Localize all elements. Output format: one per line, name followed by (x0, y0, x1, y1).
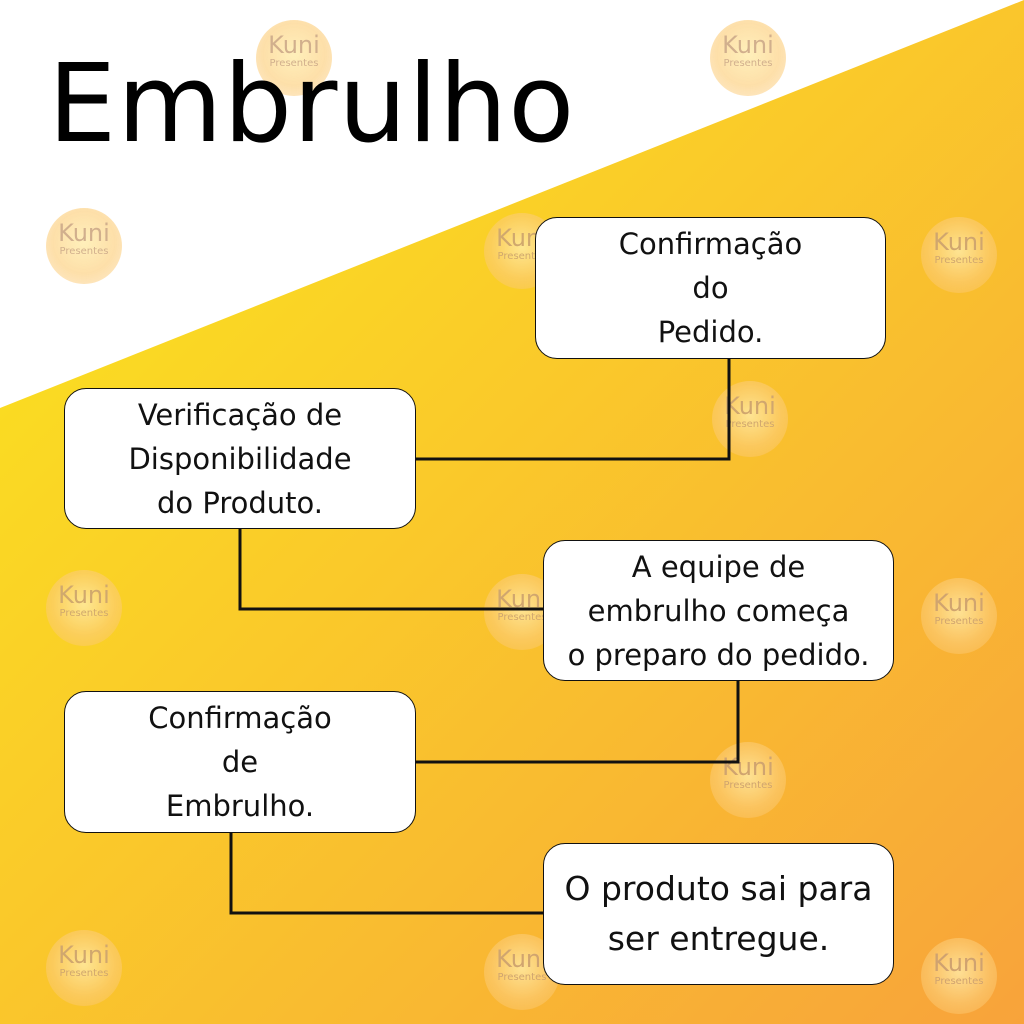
step-out-for-delivery: O produto sai para ser entregue. (543, 843, 894, 985)
connector-4-5 (229, 832, 545, 915)
step-label: Verificação de Disponibilidade do Produt… (128, 397, 352, 520)
connector-1-2 (415, 358, 731, 461)
step-wrapping-team-starts: A equipe de embrulho começa o preparo do… (543, 540, 894, 681)
connector-3-4 (415, 681, 740, 764)
page-title: Embrulho (48, 42, 576, 167)
step-label: Confirmação de Embrulho. (148, 701, 332, 823)
step-confirm-order: Confirmação do Pedido. (535, 217, 886, 359)
step-check-availability: Verificação de Disponibilidade do Produt… (64, 388, 416, 529)
step-label: Confirmação do Pedido. (618, 227, 803, 349)
step-label: O produto sai para ser entregue. (564, 869, 873, 958)
step-confirm-wrapping: Confirmação de Embrulho. (64, 691, 416, 833)
connector-2-3 (238, 528, 545, 611)
step-label: A equipe de embrulho começa o preparo do… (567, 549, 870, 672)
